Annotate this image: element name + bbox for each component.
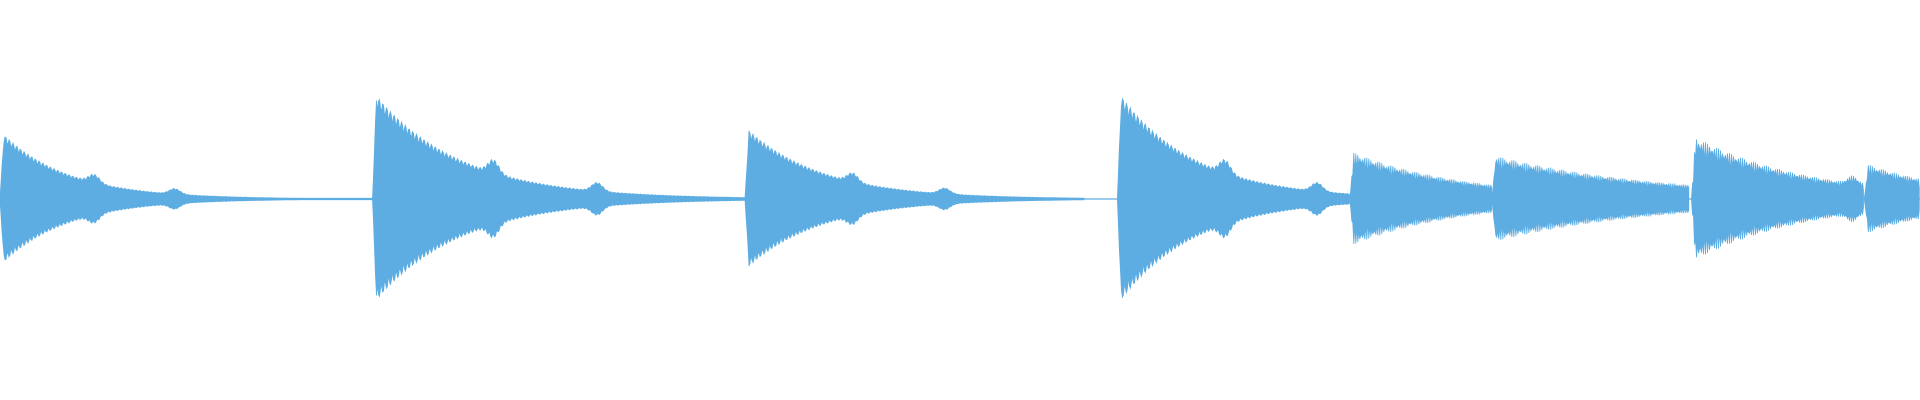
waveform-segments <box>0 97 1920 299</box>
waveform-segment-note-8 <box>1863 165 1920 233</box>
waveform-segment-note-7 <box>1691 139 1864 258</box>
waveform-segment-note-2 <box>372 98 749 298</box>
waveform-segment-note-4 <box>1117 97 1350 299</box>
waveform-segment-note-6 <box>1491 157 1690 240</box>
waveform-segment-note-1 <box>0 136 375 261</box>
waveform-segment-note-3 <box>744 130 1085 266</box>
waveform-segment-note-5 <box>1349 152 1493 245</box>
